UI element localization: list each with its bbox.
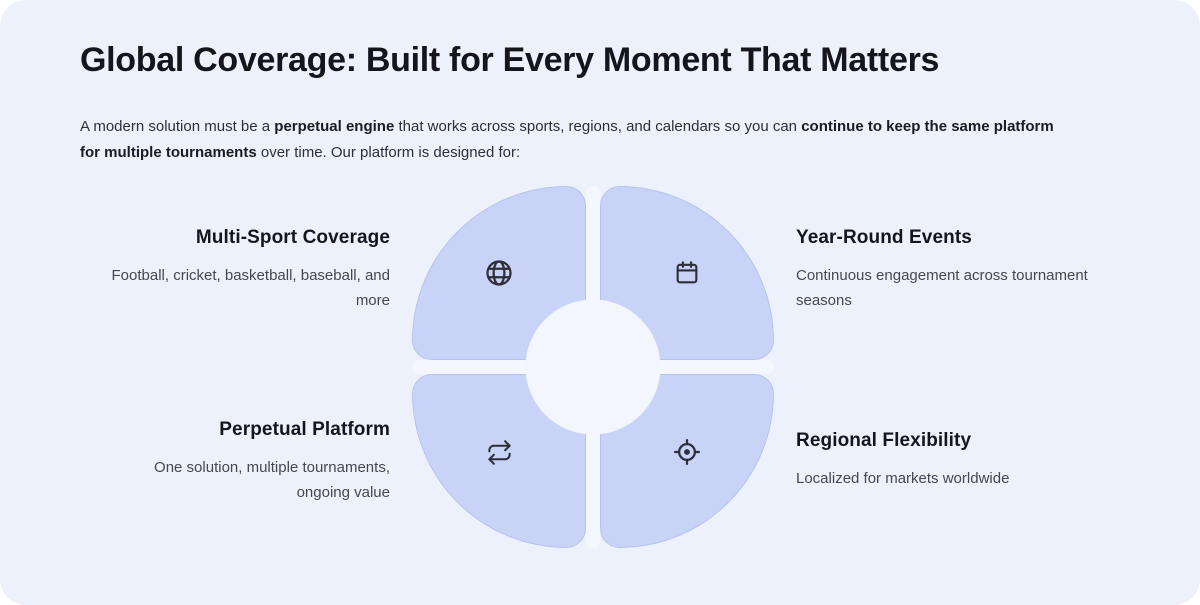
intro-paragraph: A modern solution must be a perpetual en… xyxy=(80,118,1054,161)
feature-description: Continuous engagement across tournament … xyxy=(796,267,1088,309)
segment-perpetual-platform xyxy=(412,374,586,548)
donut-diagram xyxy=(412,186,774,548)
feature-description: Localized for markets worldwide xyxy=(796,470,1010,487)
feature-regional-flexibility: Regional Flexibility Localized for marke… xyxy=(796,429,1136,491)
feature-title: Regional Flexibility xyxy=(796,430,972,451)
feature-perpetual-platform: Perpetual Platform One solution, multipl… xyxy=(60,418,390,505)
feature-title: Year-Round Events xyxy=(796,227,972,248)
segment-multi-sport-coverage xyxy=(412,186,586,360)
feature-description: One solution, multiple tournaments, ongo… xyxy=(154,459,390,501)
feature-title: Multi-Sport Coverage xyxy=(195,227,390,248)
segment-regional-flexibility xyxy=(600,374,774,548)
globe-icon xyxy=(484,258,514,288)
feature-multi-sport-coverage: Multi-Sport Coverage Football, cricket, … xyxy=(60,226,391,313)
feature-description: Football, cricket, basketball, baseball,… xyxy=(111,267,391,309)
calendar-icon xyxy=(673,259,701,287)
feature-year-round-events: Year-Round Events Continuous engagement … xyxy=(796,226,1136,313)
page-title: Global Coverage: Built for Every Moment … xyxy=(80,41,940,79)
repeat-icon xyxy=(486,439,513,466)
locate-icon xyxy=(672,437,702,467)
segment-year-round-events xyxy=(600,186,774,360)
feature-title: Perpetual Platform xyxy=(219,419,390,440)
